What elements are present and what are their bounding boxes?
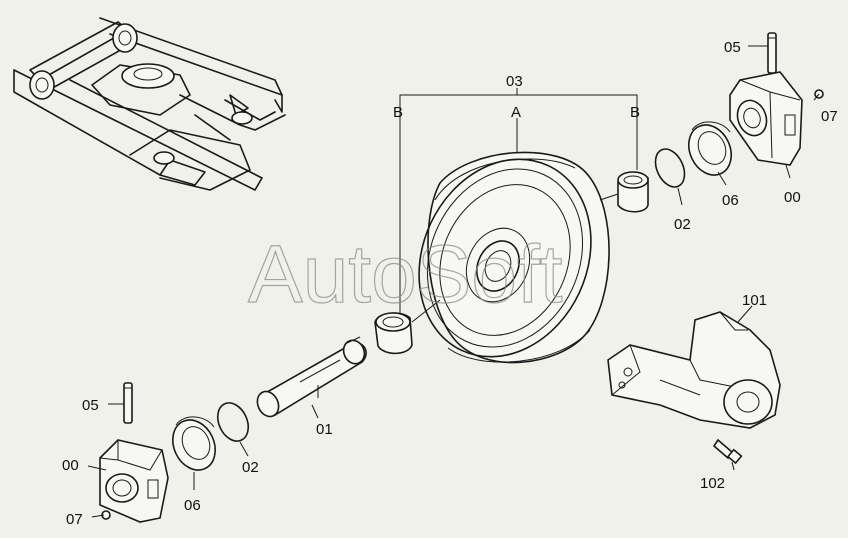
label-01: 01: [316, 421, 333, 438]
label-02-bottom: 02: [242, 459, 259, 476]
label-03-b-left: B: [393, 104, 403, 121]
label-03-b-right: B: [630, 104, 640, 121]
yoke: [607, 311, 781, 429]
label-00-top: 00: [784, 189, 801, 206]
seal-ring-right: [688, 121, 732, 176]
label-101: 101: [742, 292, 767, 309]
label-07-bottom: 07: [66, 511, 83, 528]
support-bracket-bottom: [99, 439, 169, 523]
label-00-bottom: 00: [62, 457, 79, 474]
label-03-a: A: [511, 104, 521, 121]
pin-bottom: [123, 382, 133, 424]
idler-wheel: [418, 151, 610, 364]
bolt: [712, 438, 743, 465]
leader-lines: [87, 45, 820, 518]
label-02-top: 02: [674, 216, 691, 233]
seal-ring-left: [172, 416, 216, 471]
support-bracket-top: [729, 71, 803, 166]
label-05-bottom: 05: [82, 397, 99, 414]
label-06-bottom: 06: [184, 497, 201, 514]
label-06-top: 06: [722, 192, 739, 209]
track-frame-overview: [13, 17, 286, 191]
label-03: 03: [506, 73, 523, 90]
pin-top: [767, 32, 777, 74]
o-ring-left: [216, 402, 250, 442]
bushing-left: [374, 299, 441, 355]
watermark-text: AutoSoft: [248, 229, 563, 320]
shaft: [256, 336, 367, 418]
o-ring-right: [654, 148, 686, 188]
bushing-right: [599, 171, 649, 213]
label-102: 102: [700, 475, 725, 492]
label-05-top: 05: [724, 39, 741, 56]
label-07-top: 07: [821, 108, 838, 125]
